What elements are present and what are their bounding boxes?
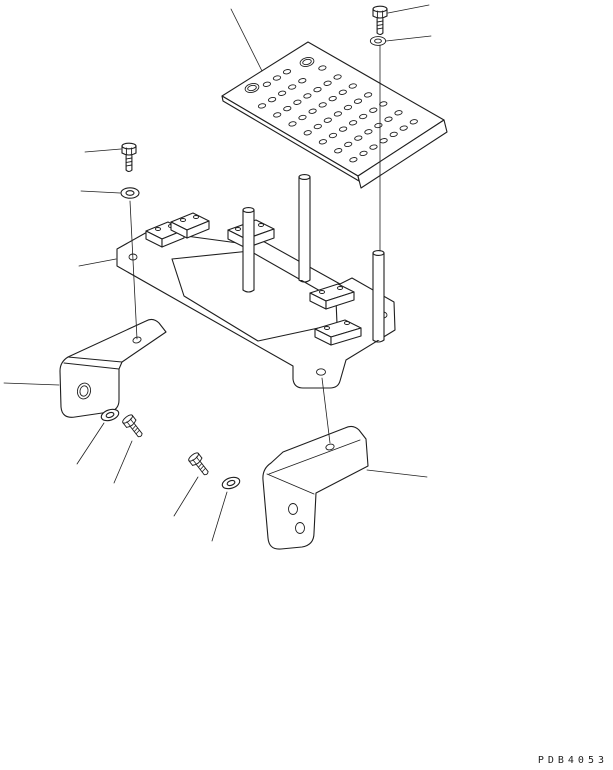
frame-foot-hole (316, 368, 326, 376)
leader-frame (78, 258, 117, 267)
frame-pad-lower-2 (314, 319, 362, 346)
bracket-lower-left (59, 318, 167, 418)
leader-washer-lower-middle (211, 491, 228, 542)
perforation-holes (257, 65, 418, 163)
perforation-hole (353, 98, 363, 104)
bracket-lower-right (262, 425, 369, 550)
perforation-hole (364, 129, 373, 135)
hex-bolt-lower-left (120, 413, 147, 441)
bracket-lower-right-flange-hole (325, 443, 335, 451)
perforation-hole (359, 113, 368, 120)
perforation-hole (409, 119, 418, 125)
leader-bracket-lower-right (366, 469, 428, 478)
bracket-lower-right-outline (262, 425, 369, 550)
perforation-hole (283, 105, 292, 112)
perforation-hole (268, 96, 277, 103)
perforation-hole (364, 92, 373, 98)
perforation-hole (334, 148, 343, 154)
mounting-frame (116, 174, 396, 389)
perforation-hole (288, 121, 297, 127)
leader-left-bolt (84, 148, 122, 153)
exploded-view-diagram (3, 4, 448, 550)
frame-plate-outline (116, 230, 396, 389)
perforation-hole (313, 86, 322, 93)
perforation-hole (374, 122, 383, 129)
perforation-hole (278, 90, 287, 96)
perforation-hole (282, 69, 292, 75)
washer-upper (369, 36, 387, 46)
plate-large-hole-1 (244, 83, 260, 93)
perforation-hole (369, 107, 378, 113)
leader-lines (3, 4, 432, 542)
perforation-hole (298, 78, 307, 84)
perforated-step-plate (221, 41, 448, 189)
leader-bolt-lower-left (113, 440, 133, 484)
bracket-lower-right-hole-2 (295, 522, 305, 534)
bracket-lower-right-bend-line-2 (266, 473, 315, 495)
drawing-code: PDB4053 (537, 755, 608, 766)
bracket-lower-left-bend-line (67, 356, 123, 363)
perforation-hole (349, 157, 358, 163)
perforation-hole (354, 135, 363, 141)
perforation-hole (348, 83, 357, 89)
hex-bolt-left (121, 142, 137, 173)
leader-step-plate (230, 8, 263, 72)
perforation-hole (293, 99, 302, 105)
perforation-hole (323, 80, 332, 86)
leader-bracket-lower-left (3, 382, 60, 386)
bracket-lower-left-flange-hole (132, 336, 142, 344)
leader-upper-bolt (387, 4, 430, 14)
hex-bolt-lower-middle (186, 451, 213, 479)
perforation-hole (298, 114, 307, 121)
perforation-hole (262, 81, 271, 87)
perforation-hole (333, 74, 342, 80)
leader-bolt-lower-middle (173, 476, 199, 517)
washer-lower-middle (220, 474, 242, 492)
perforation-hole (344, 141, 353, 148)
perforation-hole (303, 93, 312, 99)
leader-left-washer (80, 190, 121, 194)
washer-left (120, 187, 140, 199)
guide-post-right (372, 250, 385, 343)
bracket-lower-left-bend-line-2 (63, 362, 120, 370)
perforation-hole (273, 112, 282, 118)
perforation-hole (349, 120, 358, 126)
perforation-hole (369, 144, 378, 150)
perforation-hole (318, 102, 327, 108)
hex-bolt-upper (372, 5, 388, 36)
perforation-hole (328, 132, 338, 139)
perforation-hole (339, 126, 348, 132)
perforation-hole (272, 75, 282, 81)
perforation-hole (389, 131, 398, 138)
assembly-centerlines (129, 36, 381, 444)
perforation-hole (318, 139, 327, 145)
bracket-lower-right-hole-1 (288, 503, 298, 515)
perforation-hole (323, 117, 332, 123)
guide-post-center (298, 174, 311, 283)
perforation-hole (318, 65, 327, 71)
perforation-hole (303, 130, 312, 136)
leader-washer-lower-left (76, 422, 105, 465)
perforation-hole (359, 150, 368, 157)
perforation-hole (343, 104, 353, 111)
bracket-lower-right-bend-line (268, 439, 361, 475)
perforation-hole (399, 125, 408, 131)
perforation-hole (338, 89, 347, 95)
frame-pad-lower-1 (309, 283, 355, 310)
guide-post-left (242, 207, 255, 293)
perforation-hole (328, 95, 337, 102)
centerline-left-bolt (129, 200, 138, 340)
perforation-hole (384, 116, 393, 122)
plate-large-hole-2 (299, 57, 315, 67)
perforation-hole (333, 111, 342, 117)
perforation-hole (308, 108, 317, 114)
centerline-right-bracket (321, 377, 331, 444)
leader-upper-washer (385, 35, 432, 42)
perforation-hole (394, 110, 403, 116)
bracket-lower-left-big-hole (76, 382, 92, 400)
perforation-hole (313, 123, 322, 130)
perforation-hole (257, 103, 267, 109)
perforation-hole (288, 84, 297, 90)
